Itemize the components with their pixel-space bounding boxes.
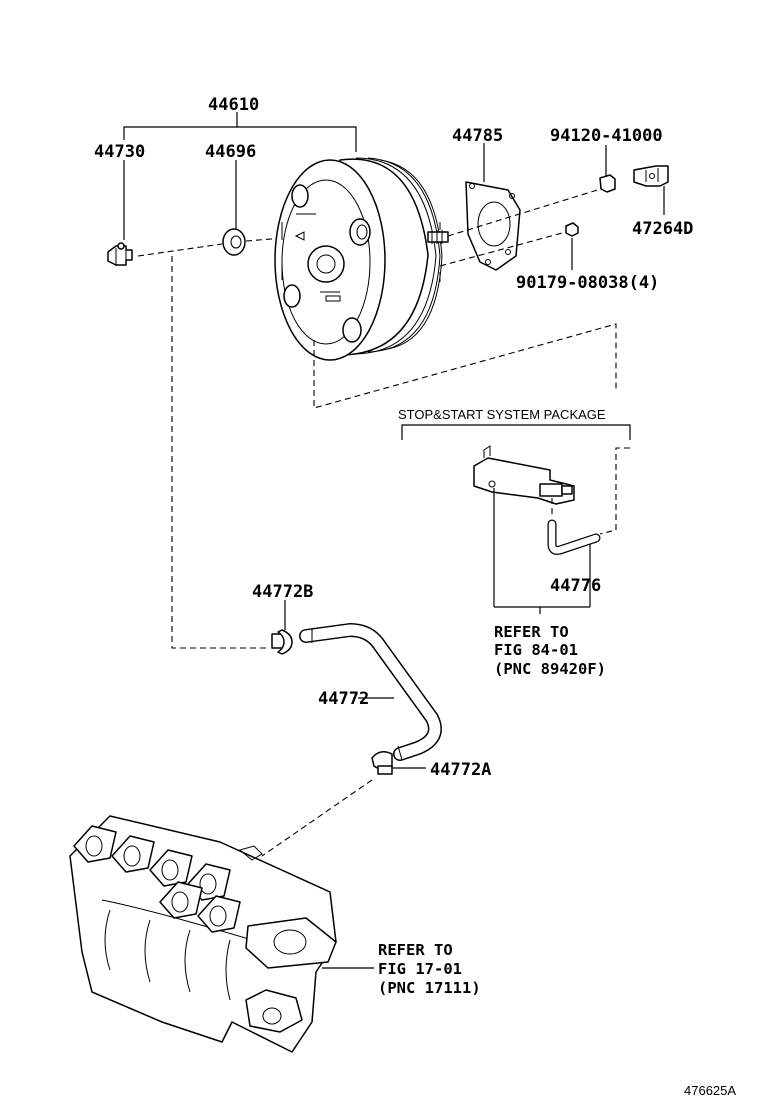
hose-clip-b-part[interactable] xyxy=(271,600,293,655)
label-44772: 44772 xyxy=(318,689,369,709)
hose-44772-part[interactable] xyxy=(299,623,442,761)
label-44776: 44776 xyxy=(550,576,601,596)
ref-lower-line-2: FIG 17-01 xyxy=(378,960,462,978)
nut-part[interactable] xyxy=(599,145,616,193)
brake-booster-part[interactable] xyxy=(274,157,449,361)
label-94120-41000: 94120-41000 xyxy=(550,126,663,146)
small-nut-part[interactable] xyxy=(565,222,579,270)
label-44610: 44610 xyxy=(208,95,259,115)
intake-manifold-part[interactable] xyxy=(69,815,337,1053)
label-90179-08038: 90179-08038(4) xyxy=(516,273,659,293)
ref-lower-line-3: (PNC 17111) xyxy=(378,979,481,997)
label-47264D: 47264D xyxy=(632,219,693,239)
hose-44776-part[interactable] xyxy=(547,519,601,555)
figure-id: 476625A xyxy=(684,1083,736,1098)
package-title: STOP&START SYSTEM PACKAGE xyxy=(398,407,606,422)
ref-upper-line-3: (PNC 89420F) xyxy=(494,660,606,678)
label-44785: 44785 xyxy=(452,126,503,146)
hose-clip-a-part[interactable] xyxy=(371,751,426,775)
assembly-bracket xyxy=(123,112,357,240)
sensor-bracket-part[interactable] xyxy=(473,445,591,614)
label-44730: 44730 xyxy=(94,142,145,162)
package-bracket xyxy=(401,424,631,440)
gasket-part[interactable] xyxy=(465,143,521,271)
label-44696: 44696 xyxy=(205,142,256,162)
ref-upper-line-2: FIG 84-01 xyxy=(494,641,578,659)
grommet-part[interactable] xyxy=(222,228,246,256)
ref-lower-line-1: REFER TO xyxy=(378,941,453,959)
check-valve-part[interactable] xyxy=(107,242,133,266)
ref-upper-line-1: REFER TO xyxy=(494,623,569,641)
label-44772A: 44772A xyxy=(430,760,491,780)
label-44772B: 44772B xyxy=(252,582,313,602)
clip-part[interactable] xyxy=(633,165,669,215)
